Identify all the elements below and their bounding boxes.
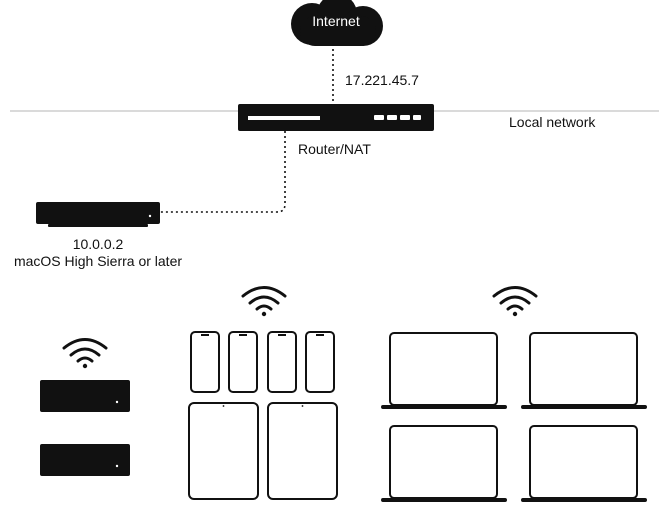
internet-label: Internet bbox=[312, 13, 360, 29]
iphone-icon bbox=[305, 331, 335, 393]
server-ip-label: 10.0.0.2 bbox=[72, 236, 124, 252]
wifi-icon-mobile bbox=[241, 286, 287, 317]
server-requirement-label: macOS High Sierra or later bbox=[13, 253, 183, 269]
iphone-icon bbox=[190, 331, 220, 393]
wan-ip-label: 17.221.45.7 bbox=[345, 72, 419, 88]
macbook-icon bbox=[521, 332, 647, 409]
macbook-icon bbox=[381, 332, 507, 409]
client-mac-mini-icon bbox=[40, 444, 130, 476]
client-mac-mini-icon bbox=[40, 380, 130, 412]
lan-link-line bbox=[160, 131, 286, 213]
macbook-icon bbox=[381, 425, 507, 502]
wifi-icon-macs bbox=[492, 286, 538, 317]
iphone-icon bbox=[267, 331, 297, 393]
iphone-icon bbox=[228, 331, 258, 393]
ipad-icon bbox=[267, 402, 338, 500]
server-mac-mini-icon bbox=[36, 202, 160, 227]
router-label: Router/NAT bbox=[298, 141, 371, 157]
macbook-icon bbox=[521, 425, 647, 502]
wifi-icon-minis bbox=[62, 338, 108, 369]
internet-cloud-icon bbox=[291, 0, 383, 46]
ipad-icon bbox=[188, 402, 259, 500]
router-icon bbox=[238, 104, 434, 131]
local-network-label: Local network bbox=[509, 114, 596, 130]
